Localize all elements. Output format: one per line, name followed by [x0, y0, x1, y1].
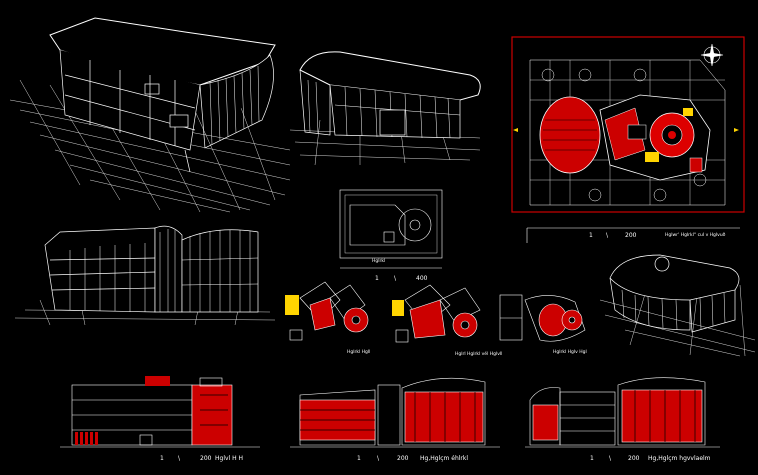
- small-plan-scale-num: 1: [375, 275, 379, 282]
- floor-plan-caption-3: Hglrkl Hglv Hgl: [553, 350, 587, 355]
- elevation-2-scale-sep: \: [377, 455, 380, 462]
- perspective-view-2: [289, 51, 481, 166]
- elevation-2-caption: Hg,Hglçm éhlrkl: [420, 455, 469, 462]
- perspective-view-1: [9, 17, 291, 213]
- perspective-view-4: [599, 254, 756, 357]
- floor-plan-2: [392, 284, 481, 343]
- small-plan-label: Hglrkl: [372, 259, 386, 264]
- elevation-1-scale-sep: \: [178, 455, 181, 462]
- site-plan: [511, 36, 745, 243]
- elevation-2-scale-den: 200: [397, 455, 409, 462]
- elevation-1-scale-den: 200: [200, 455, 212, 462]
- elevation-1: [60, 376, 260, 448]
- elevation-3-scale-den: 200: [628, 455, 640, 462]
- small-plan-scale-sep: \: [394, 275, 397, 282]
- site-plan-scale-sep: \: [606, 232, 609, 239]
- elevation-3-caption: Hg,Hglçm hgvvlaelm: [648, 455, 711, 462]
- north-arrow-icon: [700, 43, 724, 67]
- floor-plan-caption-2: Hglrl Hglrkl vél Hglvll: [455, 352, 503, 357]
- floor-plan-3: [499, 294, 586, 342]
- site-plan-scale-num: 1: [589, 232, 593, 239]
- floor-plan-1: [285, 281, 369, 341]
- site-plan-caption: Hglwr' Hglrkl° cul v Hglvuð: [665, 233, 726, 238]
- floor-plan-caption-1: Hglrkl Hgll: [347, 350, 371, 355]
- elevation-1-scale-num: 1: [160, 455, 164, 462]
- elevation-3: [525, 377, 720, 448]
- elevation-3-scale-num: 1: [590, 455, 594, 462]
- small-plan-scale-den: 400: [416, 275, 428, 282]
- elevation-2: [290, 377, 500, 448]
- elevation-2-scale-num: 1: [357, 455, 361, 462]
- perspective-view-3: [14, 225, 276, 326]
- site-plan-scale-den: 200: [625, 232, 637, 239]
- elevation-3-scale-sep: \: [609, 455, 612, 462]
- elevation-1-caption: Hglvl H H: [215, 455, 244, 462]
- small-site-plan: [339, 189, 443, 269]
